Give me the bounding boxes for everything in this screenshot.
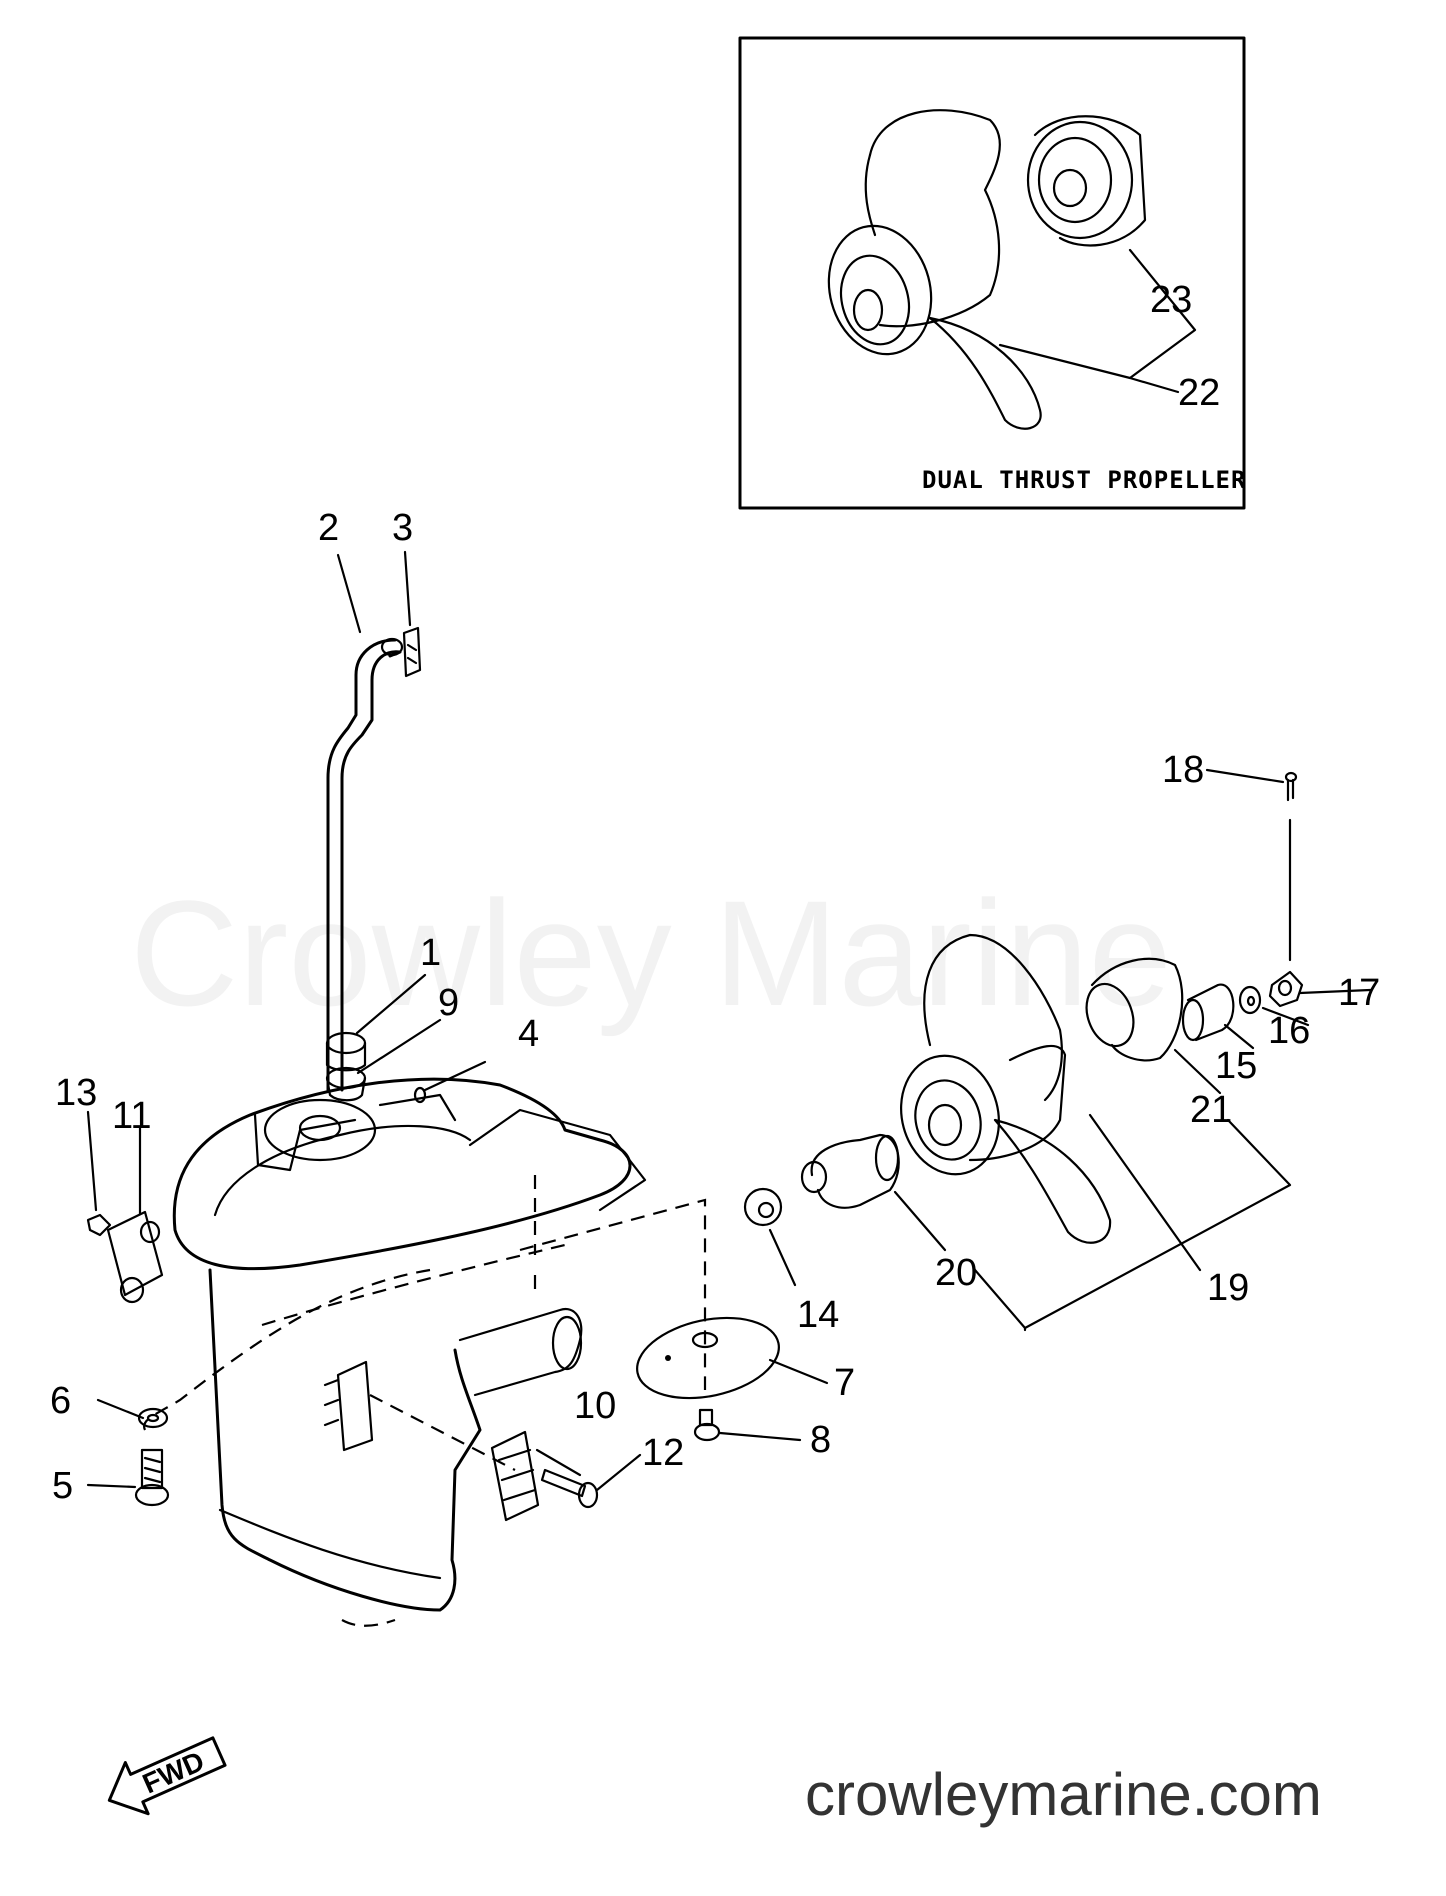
callout-13: 13: [55, 1072, 97, 1114]
callout-1: 1: [420, 932, 441, 974]
callout-12: 12: [642, 1432, 684, 1474]
fwd-arrow: FWD: [107, 1736, 227, 1816]
callout-17: 17: [1338, 972, 1380, 1014]
inset-propeller-drawing: [827, 109, 1147, 430]
callout-6: 6: [50, 1380, 71, 1422]
callout-7: 7: [834, 1362, 855, 1404]
callout-20: 20: [935, 1252, 977, 1294]
small-parts-drawing: [86, 771, 1304, 1522]
callout-14: 14: [797, 1294, 839, 1336]
callout-16: 16: [1268, 1010, 1310, 1052]
inset-box: DUAL THRUST PROPELLER: [738, 36, 1246, 510]
inset-caption: DUAL THRUST PROPELLER: [922, 466, 1246, 494]
water-tube-drawing: [326, 626, 422, 1092]
callout-11: 11: [112, 1095, 151, 1137]
callout-22: 22: [1178, 372, 1220, 414]
callout-labels: 2 3 1 9 4 13 11 6 5 7 8 10 12 14 20 19 2…: [50, 279, 1380, 1507]
callout-2: 2: [318, 507, 339, 549]
callout-9: 9: [438, 982, 459, 1024]
callout-10: 10: [574, 1385, 616, 1427]
callout-19: 19: [1207, 1267, 1249, 1309]
site-url: crowleymarine.com: [805, 1761, 1322, 1828]
watermark: Crowley Marine: [130, 869, 1172, 1037]
callout-23: 23: [1150, 279, 1192, 321]
callout-15: 15: [1215, 1045, 1257, 1087]
fwd-label: FWD: [138, 1745, 209, 1799]
callout-18: 18: [1162, 749, 1204, 791]
callout-8: 8: [810, 1419, 831, 1461]
gearcase-drawing: [142, 1077, 707, 1627]
callout-5: 5: [52, 1465, 73, 1507]
leader-lines: [86, 550, 1372, 1492]
callout-21: 21: [1190, 1089, 1232, 1131]
callout-3: 3: [392, 507, 413, 549]
callout-4: 4: [518, 1013, 539, 1055]
